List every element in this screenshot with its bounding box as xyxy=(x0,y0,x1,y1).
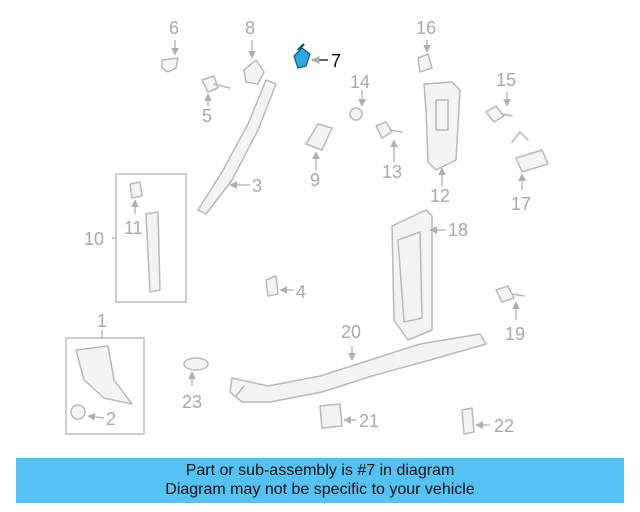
part-18-b-pillar-lower[interactable] xyxy=(391,209,446,341)
parts-diagram: 6 8 7 5 3 9 14 13 16 12 15 17 10 11 18 4… xyxy=(65,18,549,436)
part-22-clip[interactable] xyxy=(461,407,490,435)
callout-16: 16 xyxy=(416,18,436,38)
part-9-clip[interactable] xyxy=(305,123,333,170)
part-13-bolt[interactable] xyxy=(375,121,403,162)
part-16-clip[interactable] xyxy=(417,40,433,73)
callout-22: 22 xyxy=(494,416,514,436)
banner-line-2: Diagram may not be specific to your vehi… xyxy=(165,481,475,498)
callout-21: 21 xyxy=(359,411,379,431)
callout-17: 17 xyxy=(511,194,531,214)
callout-4: 4 xyxy=(296,282,306,302)
callout-6: 6 xyxy=(169,18,179,38)
part-17-airbag-tag[interactable] xyxy=(511,131,549,190)
part-12-b-pillar-upper[interactable] xyxy=(423,81,461,186)
part-10-group-frame[interactable] xyxy=(112,173,187,303)
callout-5: 5 xyxy=(202,106,212,126)
part-7-screw-highlighted[interactable] xyxy=(293,43,328,69)
part-8-bracket[interactable] xyxy=(243,40,265,85)
part-5-screw[interactable] xyxy=(201,75,231,106)
part-14-grommet[interactable] xyxy=(349,90,366,121)
callout-20: 20 xyxy=(341,322,361,342)
banner-line-1: Part or sub-assembly is #7 in diagram xyxy=(185,462,455,479)
callout-18: 18 xyxy=(448,220,468,240)
part-20-sill-trim[interactable] xyxy=(229,333,487,403)
callout-13: 13 xyxy=(382,162,402,182)
callout-2: 2 xyxy=(106,409,116,429)
part-4-clip[interactable] xyxy=(265,275,294,297)
callout-19: 19 xyxy=(505,324,525,344)
callout-12: 12 xyxy=(430,186,450,206)
part-6-clip[interactable] xyxy=(161,40,179,73)
part-23-push-pin[interactable] xyxy=(183,357,209,386)
callout-8: 8 xyxy=(245,18,255,38)
info-banner: Part or sub-assembly is #7 in diagram Di… xyxy=(16,458,624,503)
callout-11: 11 xyxy=(124,218,143,238)
part-1-group-frame[interactable] xyxy=(65,330,145,435)
callout-14: 14 xyxy=(350,72,370,92)
part-21-clip[interactable] xyxy=(319,403,356,429)
callout-9: 9 xyxy=(310,170,320,190)
callout-3: 3 xyxy=(252,176,262,196)
callout-15: 15 xyxy=(496,70,516,90)
callout-23: 23 xyxy=(182,392,202,412)
part-19-bolt[interactable] xyxy=(495,285,525,320)
callout-7: 7 xyxy=(331,51,341,71)
part-15-screw[interactable] xyxy=(485,92,513,123)
part-3-pillar-trim[interactable] xyxy=(197,79,277,215)
callout-10: 10 xyxy=(84,229,104,249)
callout-1: 1 xyxy=(97,311,107,331)
